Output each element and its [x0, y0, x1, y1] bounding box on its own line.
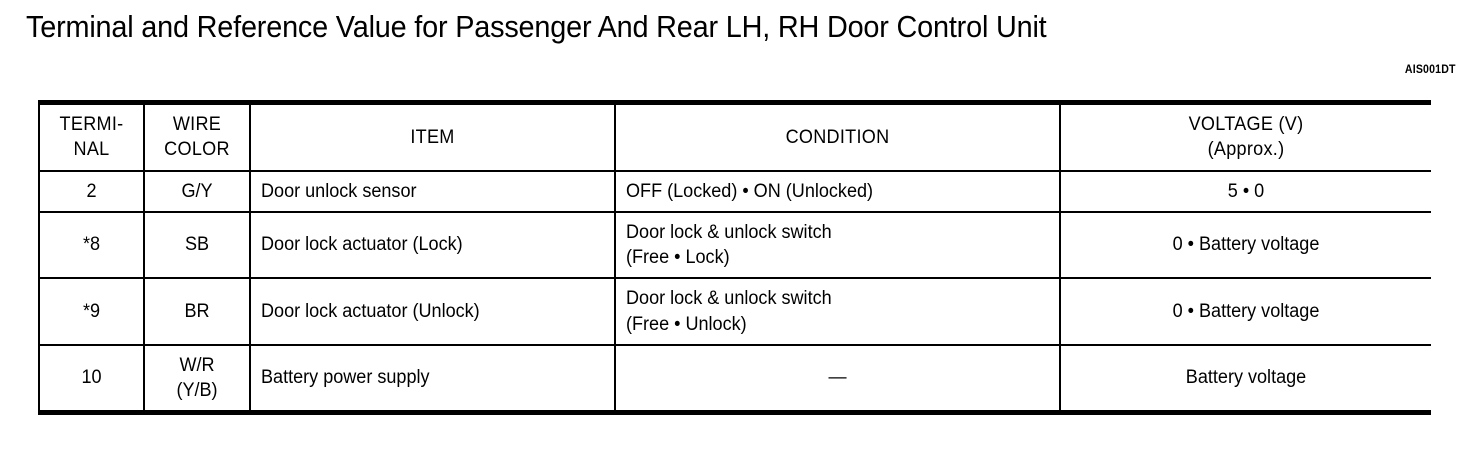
cell-condition: — [614, 344, 1060, 416]
cell-voltage-value: Battery voltage [1185, 367, 1307, 389]
terminal-reference-table: TERMI- NAL WIRE COLOR ITEM CONDITION VOL… [38, 99, 1431, 416]
column-header-condition-label: CONDITION [785, 126, 890, 148]
cell-terminal: 2 [38, 170, 144, 213]
cell-item: Battery power supply [249, 344, 615, 416]
cell-condition-value: OFF (Locked) • ON (Unlocked) [626, 180, 874, 202]
cell-voltage-value: 5 • 0 [1227, 180, 1265, 202]
column-header-condition: CONDITION [614, 99, 1060, 172]
cell-voltage: 5 • 0 [1059, 170, 1431, 213]
cell-terminal: *8 [38, 211, 144, 280]
cell-terminal-value: *9 [82, 300, 101, 322]
cell-wire-color: SB [143, 211, 250, 280]
cell-condition: Door lock & unlock switch (Free • Lock) [614, 211, 1060, 280]
table-row: *9 BR Door lock actuator (Unlock) Door l… [38, 278, 1431, 346]
table-row: 2 G/Y Door unlock sensor OFF (Locked) • … [38, 170, 1431, 213]
table-body: 2 G/Y Door unlock sensor OFF (Locked) • … [38, 170, 1431, 416]
cell-condition: Door lock & unlock switch (Free • Unlock… [614, 278, 1060, 346]
cell-terminal-value: 10 [81, 367, 102, 389]
document-header: Terminal and Reference Value for Passeng… [26, 6, 1446, 47]
cell-condition-value: Door lock & unlock switch (Free • Lock) [626, 221, 832, 269]
cell-item-value: Battery power supply [261, 367, 430, 389]
cell-voltage-value: 0 • Battery voltage [1172, 234, 1320, 256]
cell-terminal-value: 2 [86, 180, 97, 202]
table-header-row: TERMI- NAL WIRE COLOR ITEM CONDITION VOL… [38, 99, 1431, 172]
column-header-voltage-label: VOLTAGE (V) (Approx.) [1188, 114, 1304, 161]
column-header-voltage: VOLTAGE (V) (Approx.) [1059, 99, 1431, 172]
cell-terminal: *9 [38, 278, 144, 346]
cell-item-value: Door lock actuator (Unlock) [261, 300, 480, 322]
table-header: TERMI- NAL WIRE COLOR ITEM CONDITION VOL… [38, 99, 1431, 172]
reference-code: AIS001DT [1405, 62, 1456, 76]
cell-wire-color: G/Y [143, 170, 250, 213]
cell-item-value: Door lock actuator (Lock) [261, 234, 463, 256]
column-header-wire-color-label: WIRE COLOR [164, 114, 230, 161]
cell-wire-color-value: G/Y [181, 180, 213, 202]
cell-item-value: Door unlock sensor [261, 180, 417, 202]
cell-voltage: Battery voltage [1059, 344, 1431, 416]
column-header-item: ITEM [249, 99, 615, 172]
cell-wire-color-value: W/R (Y/B) [176, 354, 218, 402]
cell-wire-color-value: BR [184, 300, 210, 322]
cell-condition-value: Door lock & unlock switch (Free • Unlock… [626, 288, 832, 335]
cell-item: Door lock actuator (Lock) [249, 211, 615, 280]
column-header-wire-color: WIRE COLOR [143, 99, 250, 172]
table-row: 10 W/R (Y/B) Battery power supply — Batt… [38, 344, 1431, 416]
column-header-terminal: TERMI- NAL [38, 99, 144, 172]
cell-voltage-value: 0 • Battery voltage [1172, 300, 1320, 322]
cell-terminal: 10 [38, 344, 144, 416]
page-title: Terminal and Reference Value for Passeng… [26, 9, 1047, 44]
cell-terminal-value: *8 [82, 234, 101, 256]
cell-voltage: 0 • Battery voltage [1059, 278, 1431, 346]
cell-item: Door unlock sensor [249, 170, 615, 213]
cell-wire-color-value: SB [184, 234, 210, 256]
table-row: *8 SB Door lock actuator (Lock) Door loc… [38, 211, 1431, 280]
cell-wire-color: W/R (Y/B) [143, 344, 250, 416]
cell-item: Door lock actuator (Unlock) [249, 278, 615, 346]
column-header-terminal-label: TERMI- NAL [59, 114, 124, 161]
column-header-item-label: ITEM [410, 126, 455, 148]
cell-voltage: 0 • Battery voltage [1059, 211, 1431, 280]
cell-condition-value: — [828, 367, 847, 389]
cell-wire-color: BR [143, 278, 250, 346]
cell-condition: OFF (Locked) • ON (Unlocked) [614, 170, 1060, 213]
